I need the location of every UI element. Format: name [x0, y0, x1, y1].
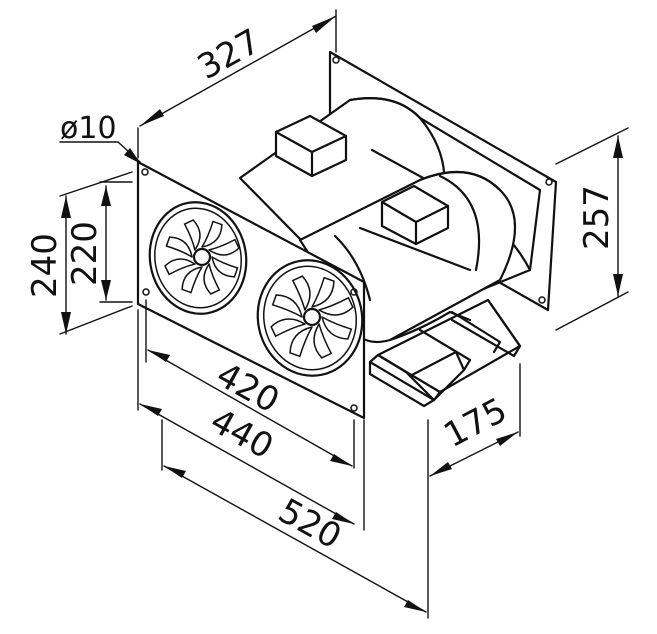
fan-blade	[291, 275, 311, 311]
hole-diameter-label: ø10	[60, 111, 117, 146]
outer-height-label: 240	[25, 233, 65, 298]
fan-blades	[164, 219, 240, 295]
mounting-hole	[350, 404, 358, 412]
inner-height-label: 220	[65, 221, 105, 286]
fan-blade	[211, 256, 239, 278]
dimension-hole-diameter: ø10	[59, 111, 141, 164]
fan-blade	[318, 296, 354, 316]
right-height-label: 257	[577, 185, 617, 250]
fan-blade	[183, 219, 201, 251]
mounting-hole	[141, 168, 149, 176]
front-mounting-plate	[136, 160, 366, 420]
right-fan-impeller	[256, 259, 364, 377]
fan-blade	[208, 238, 240, 256]
fan-blade	[270, 318, 306, 338]
fan-blade	[201, 220, 223, 248]
fan-blade	[289, 326, 313, 358]
mounting-hole	[142, 288, 150, 296]
fan-blades	[270, 275, 354, 359]
fan-blade	[181, 266, 203, 294]
fan-blade	[164, 258, 196, 276]
fan-blade	[165, 236, 193, 258]
fan-blade	[313, 323, 333, 359]
dimension-left-heights: 240 220	[25, 171, 133, 335]
dimension-right-height: 257	[555, 127, 629, 331]
mounting-rails	[368, 298, 522, 408]
dimension-total-width: 520	[161, 419, 429, 619]
fan-blade	[203, 263, 221, 295]
fan-blade	[271, 294, 303, 318]
top-width-label: 327	[191, 21, 267, 87]
left-fan-impeller	[148, 201, 248, 315]
fan-blade	[321, 316, 353, 340]
depth-label: 175	[437, 390, 513, 456]
fan-blade	[311, 276, 335, 308]
